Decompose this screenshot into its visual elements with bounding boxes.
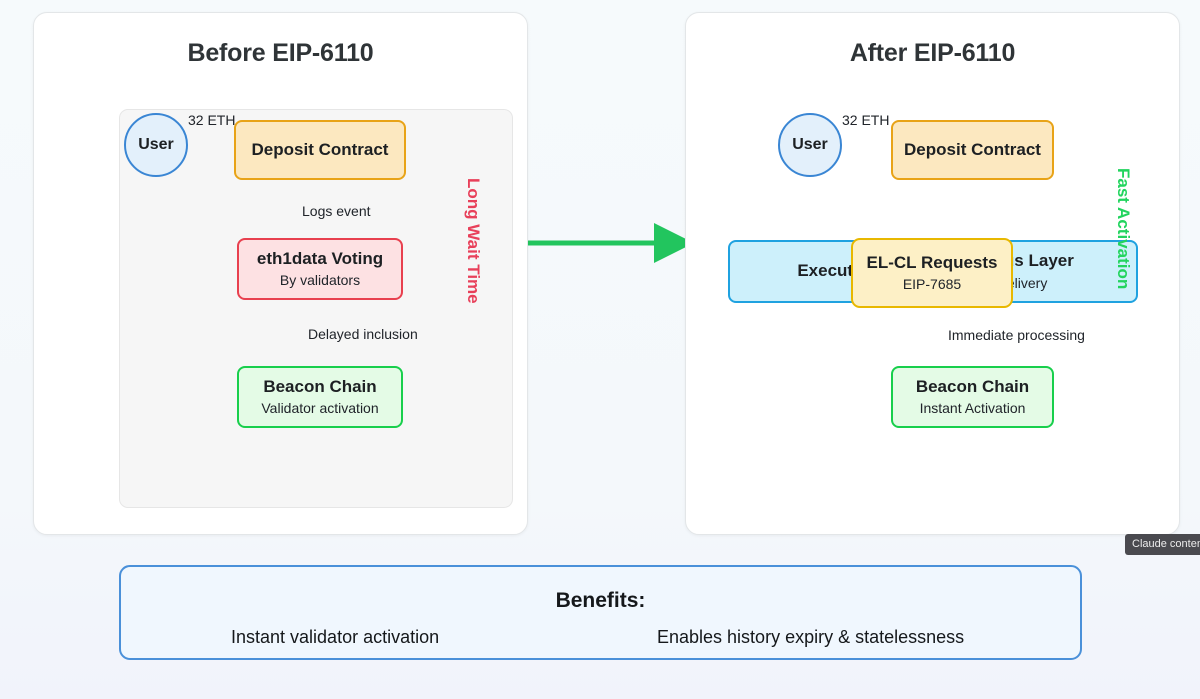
node-beacon-chain-before[interactable]: Beacon Chain Validator activation [237,366,403,428]
node-elcl-requests[interactable]: EL-CL Requests EIP-7685 [851,238,1013,308]
node-title: Beacon Chain [263,376,377,396]
node-title: Beacon Chain [915,376,1030,396]
edge-label-32eth-before: 32 ETH [188,112,236,128]
node-deposit-contract-before[interactable]: Deposit Contract [234,120,406,180]
benefits-title: Benefits: [555,589,646,612]
panel-title-before: Before EIP-6110 [187,39,374,67]
edge-label-delayed-inclusion: Delayed inclusion [308,326,418,342]
node-beacon-chain-after[interactable]: Beacon Chain Instant Activation [891,366,1054,428]
benefit-item: Instant validator activation [231,627,440,647]
node-subtitle: EIP-7685 [902,276,962,293]
node-title: Deposit Contract [251,139,389,159]
edge-label-immediate-processing: Immediate processing [948,327,1085,343]
node-user-before[interactable]: User [124,113,188,177]
node-deposit-contract-after[interactable]: Deposit Contract [891,120,1054,180]
edge-label-32eth-after: 32 ETH [842,112,890,128]
benefits-panel: Benefits: Instant validator activation E… [119,565,1082,660]
node-user-after[interactable]: User [778,113,842,177]
node-title: EL-CL Requests [866,252,998,272]
node-title: eth1data Voting [256,248,384,268]
label-fast-activation: Fast Activation [1114,168,1133,290]
edge-label-logs-event: Logs event [302,203,371,219]
panel-title-after: After EIP-6110 [849,39,1016,67]
node-subtitle: By validators [279,272,361,289]
node-subtitle: Validator activation [261,400,379,417]
node-title: Deposit Contract [904,139,1041,159]
node-eth1data-voting[interactable]: eth1data Voting By validators [237,238,403,300]
tooltip-claude-content: Claude content [1125,534,1200,555]
node-subtitle: Instant Activation [919,400,1026,417]
benefit-item: Enables history expiry & statelessness [657,627,965,647]
label-long-wait-time: Long Wait Time [464,178,483,304]
